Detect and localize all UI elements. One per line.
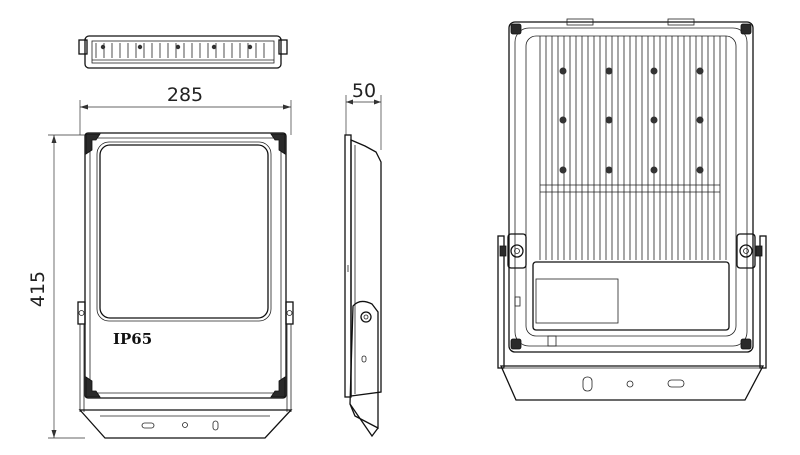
width-dimension-label: 285 bbox=[167, 84, 203, 106]
depth-dimension: 50 bbox=[345, 80, 382, 150]
right-pivot bbox=[736, 233, 767, 369]
rear-housing bbox=[508, 21, 754, 353]
ip-rating-mark: IP65 bbox=[113, 330, 152, 348]
heatsink-bolt bbox=[559, 116, 567, 124]
height-dimension: 415 bbox=[27, 134, 85, 439]
product-label-plate bbox=[535, 278, 619, 324]
width-dimension: 285 bbox=[79, 84, 292, 135]
heatsink-bolt bbox=[605, 166, 613, 174]
heatsink-bolt bbox=[696, 166, 704, 174]
heatsink-bolt bbox=[696, 116, 704, 124]
heatsink-bolt bbox=[605, 67, 613, 75]
left-pivot bbox=[497, 233, 527, 369]
heatsink-bolt bbox=[650, 166, 658, 174]
front-housing bbox=[84, 132, 287, 399]
side-bracket bbox=[349, 300, 379, 430]
top-bolt bbox=[175, 44, 181, 50]
front-lens bbox=[99, 144, 269, 319]
heatsink-bolt bbox=[559, 166, 567, 174]
height-dimension-label: 415 bbox=[27, 271, 49, 307]
heatsink-bolt bbox=[650, 116, 658, 124]
rear-view bbox=[497, 18, 767, 401]
rear-mounting-bracket bbox=[500, 365, 765, 401]
top-view bbox=[78, 35, 288, 69]
top-bolt bbox=[211, 44, 217, 50]
top-view-heatsink-fins bbox=[95, 43, 265, 58]
heatsink-bolt bbox=[696, 67, 704, 75]
side-housing bbox=[350, 139, 382, 397]
driver-compartment bbox=[532, 261, 730, 331]
depth-dimension-label: 50 bbox=[352, 80, 376, 102]
heatsink-bolt bbox=[650, 67, 658, 75]
heatsink-bolt bbox=[605, 116, 613, 124]
corner-screws bbox=[510, 23, 752, 350]
front-view: 285 415 IP65 bbox=[27, 84, 294, 439]
front-mounting-bracket bbox=[78, 409, 293, 439]
top-bolt bbox=[247, 44, 253, 50]
top-bolt bbox=[137, 44, 143, 50]
heatsink-bolt bbox=[559, 67, 567, 75]
side-view: 50 bbox=[344, 80, 382, 438]
heatsink-bolts bbox=[559, 67, 704, 174]
top-bolt bbox=[100, 44, 106, 50]
